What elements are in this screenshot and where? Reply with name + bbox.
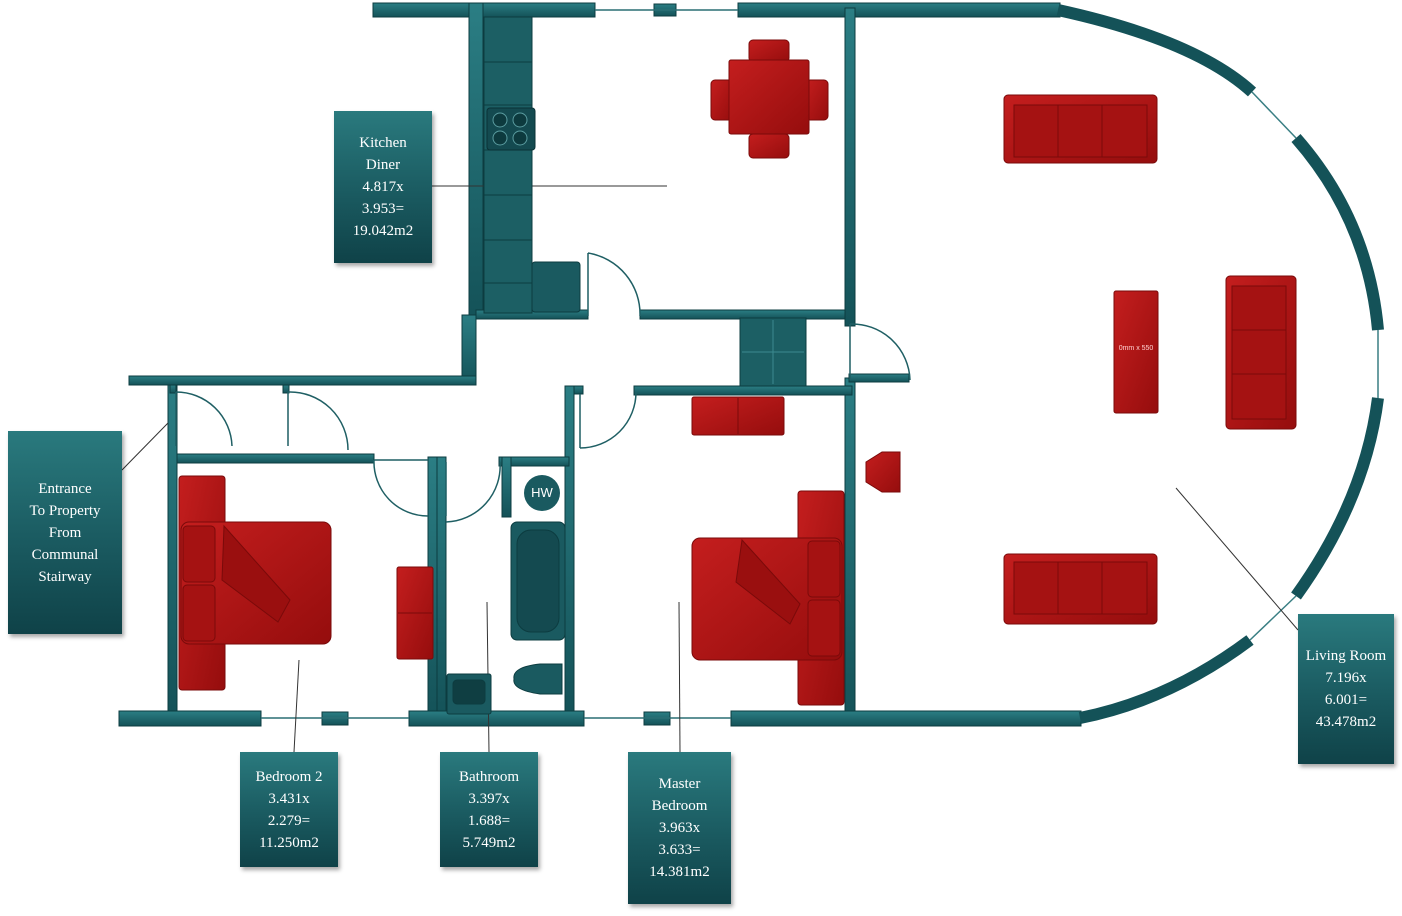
post-entrance-2 [282,384,290,394]
label-living-room: Living Room 7.196x 6.001= 43.478m2 [1298,614,1394,764]
label-bedroom2-line2: 3.431x [268,790,310,807]
label-bathroom-line1: Bathroom [459,768,519,785]
label-bathroom-line3: 1.688= [467,812,511,829]
hot-water-cylinder: HW [524,475,560,511]
leader-lines [121,185,1299,753]
wall-master-left [564,385,575,717]
wall-bottom-1 [118,710,262,727]
label-kitchen-line2: Diner [365,157,401,173]
coffee-table [1113,290,1159,414]
label-living-line3: 6.001= [1324,692,1368,708]
wall-top-left [372,2,596,18]
label-entrance: Entrance To Property From Communal Stair… [8,431,122,634]
sofa-right [1225,275,1297,430]
sofa-top [1003,94,1158,164]
label-kitchen-line1: Kitchen [359,135,407,151]
armchair-small [865,451,901,493]
wall-bottom-3 [730,710,1082,727]
bathroom-fixtures [446,521,566,715]
label-bathroom-line4: 5.749m2 [462,834,516,851]
label-living-line4: 43.478m2 [1315,714,1377,730]
bedroom2-bed [178,475,332,691]
label-entrance-line5: Stairway [38,568,92,585]
door-entrance-2 [287,391,349,451]
doors [175,252,911,523]
label-master-line2: Bedroom [651,798,708,814]
label-master-bedroom: Master Bedroom 3.963x 3.633= 14.381m2 [628,752,731,904]
fridge [531,261,581,313]
toilet [513,663,563,695]
label-kitchen-line3: 4.817x [362,179,404,195]
label-living-line1: Living Room [1305,648,1387,664]
coffee-table-label: 0mm x 550 [1118,345,1154,352]
label-master-line5: 14.381m2 [649,864,710,880]
wall-center-vertical-bottom [844,377,856,727]
door-bedroom2 [373,459,429,517]
door-entrance-1 [175,391,233,447]
label-master-line4: 3.633= [658,842,701,858]
kitchen-units [483,16,581,314]
master-bed [691,490,845,706]
door-bathroom [445,461,501,523]
label-bedroom2-line3: 2.279= [267,812,311,829]
label-master-line3: 3.963x [658,820,701,836]
dining-table [710,39,829,159]
door-master [579,391,637,449]
label-entrance-line4: Communal [31,546,99,563]
label-kitchen-line5: 19.042m2 [352,223,414,239]
wall-hall-vertical [461,314,477,386]
wall-bath-top [498,456,570,467]
wall-bath-inner [501,456,512,518]
label-entrance-line2: To Property [29,502,101,519]
wall-bottom-2 [408,710,585,727]
label-bedroom2-line4: 11.250m2 [259,834,319,851]
wall-bed2-top [167,453,375,464]
worktop [483,16,533,314]
hob [486,107,536,151]
wall-hall-top [128,375,477,386]
label-entrance-line3: From [48,524,82,541]
furniture [178,39,1297,706]
label-kitchen-diner: Kitchen Diner 4.817x 3.953= 19.042m2 [334,111,432,263]
post-entrance [169,384,177,394]
label-bedroom2-line1: Bedroom 2 [255,768,323,785]
hall-cupboard [739,317,807,387]
door-kitchen [587,252,641,317]
label-entrance-line1: Entrance [38,480,92,497]
label-living-line2: 7.196x [1325,670,1367,686]
wall-master-top [633,385,853,396]
label-bathroom: Bathroom 3.397x 1.688= 5.749m2 [440,752,538,867]
label-bathroom-line2: 3.397x [468,790,510,807]
sofa-bottom [1003,553,1158,625]
wall-center-vertical-top [844,7,856,327]
wall-bath-right-post [436,456,447,718]
door-living [849,323,911,381]
windows [261,9,738,719]
wall-living-door-head [848,373,910,383]
label-master-line1: Master [658,776,701,792]
wall-top-right [737,2,1061,18]
bay-wall [1056,4,1384,724]
wall-kitchen-left [468,2,484,320]
label-bedroom-2: Bedroom 2 3.431x 2.279= 11.250m2 [240,752,338,867]
label-kitchen-line4: 3.953= [361,201,405,217]
